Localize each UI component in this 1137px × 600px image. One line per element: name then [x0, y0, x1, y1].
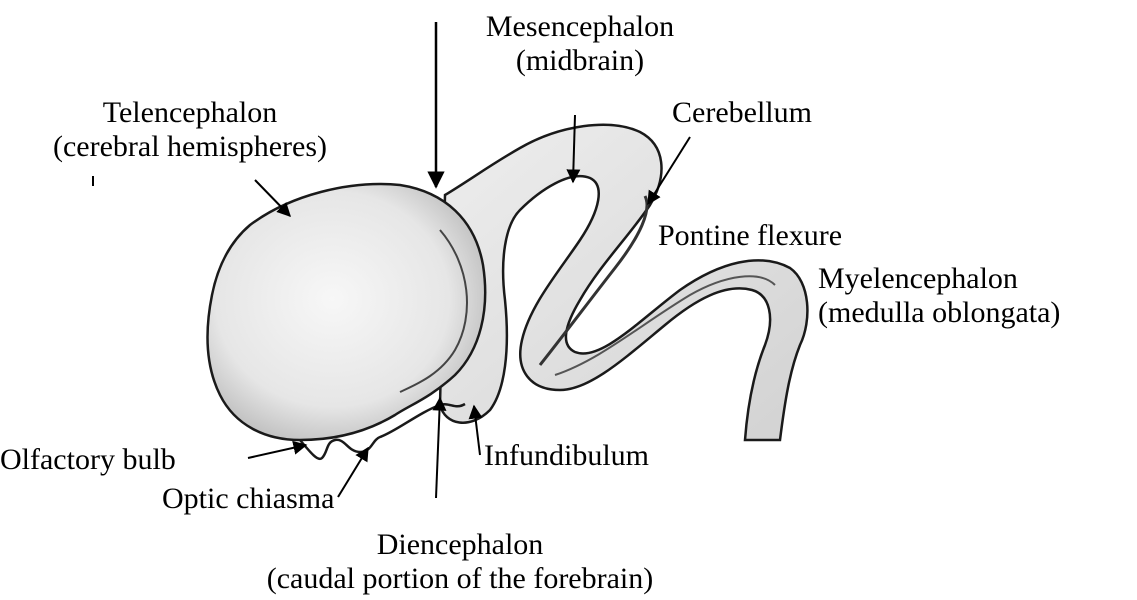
myelencephalon-subtitle: (medulla oblongata): [818, 296, 1060, 330]
myelencephalon-title: Myelencephalon: [818, 262, 1060, 296]
diencephalon-label: Diencephalon (caudal portion of the fore…: [190, 528, 730, 596]
infundibulum-label: Infundibulum: [484, 439, 649, 473]
mesencephalon-label: Mesencephalon (midbrain): [440, 10, 720, 78]
telencephalon-title: Telencephalon: [0, 96, 380, 130]
diencephalon-subtitle: (caudal portion of the forebrain): [190, 562, 730, 596]
mesencephalon-title: Mesencephalon: [440, 10, 720, 44]
telencephalon-label: Telencephalon (cerebral hemispheres): [0, 96, 380, 164]
cerebellum-label: Cerebellum: [672, 96, 812, 130]
pontine-flexure-label: Pontine flexure: [658, 219, 842, 253]
olfactory-bulb-pointer: [248, 445, 306, 458]
optic-chiasma-pointer: [338, 448, 368, 497]
mesencephalon-subtitle: (midbrain): [440, 44, 720, 78]
diencephalon-pointer: [436, 398, 440, 498]
olfactory-bulb-label: Olfactory bulb: [0, 443, 176, 477]
telencephalon-subtitle: (cerebral hemispheres): [0, 130, 380, 164]
optic-chiasma-label: Optic chiasma: [162, 482, 334, 516]
brainstem-tube: [440, 125, 807, 440]
myelencephalon-label: Myelencephalon (medulla oblongata): [818, 262, 1060, 330]
diencephalon-title: Diencephalon: [190, 528, 730, 562]
